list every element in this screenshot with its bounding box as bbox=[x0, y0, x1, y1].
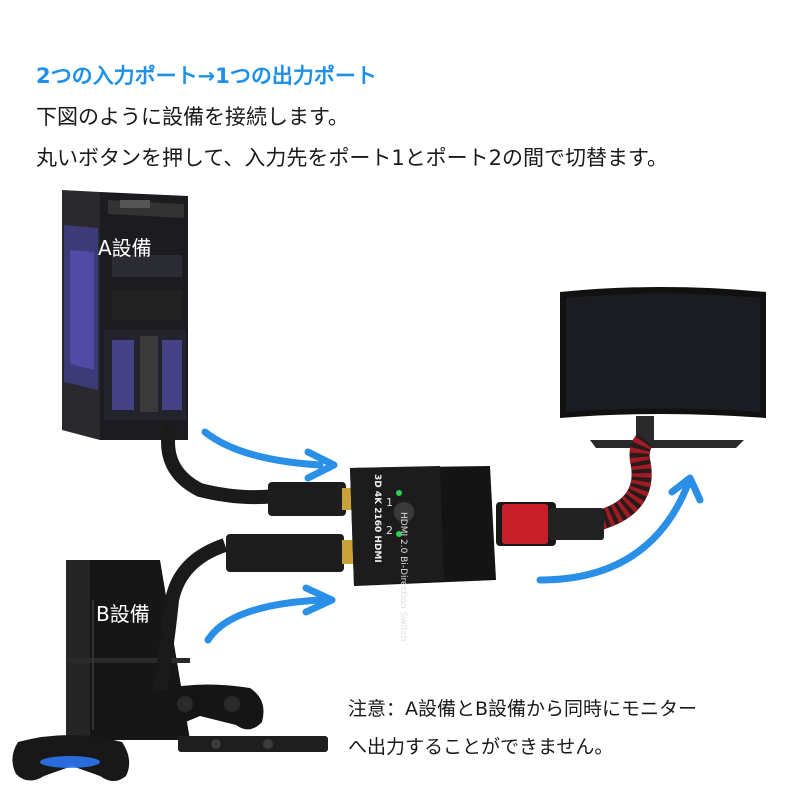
caution-line-1: 注意：A設備とB設備から同時にモニター bbox=[348, 698, 698, 720]
switch-port-2-label: 2 bbox=[386, 524, 393, 537]
device-b-label: B設備 bbox=[96, 602, 150, 626]
hdmi-switch-box bbox=[350, 466, 496, 586]
hdmi-plugs bbox=[226, 482, 604, 572]
caution-note: 注意：A設備とB設備から同時にモニター へ出力することができません。 bbox=[348, 690, 697, 766]
instruction-line-1: 下図のように設備を接続します。 bbox=[36, 105, 349, 129]
hdmi-cables bbox=[153, 423, 653, 692]
device-a-label: A設備 bbox=[98, 236, 152, 260]
pc-tower-image bbox=[62, 190, 188, 440]
page-heading: 2つの入力ポート→1つの出力ポート bbox=[36, 64, 377, 88]
instruction-line-2: 丸いボタンを押して、入力先をポート1とポート2の間で切替ます。 bbox=[36, 146, 668, 170]
flow-arrows bbox=[201, 428, 704, 644]
switch-model-text: HDMI 2.0 Bi-Direction Switch bbox=[398, 512, 408, 642]
caution-line-2: へ出力することができません。 bbox=[348, 736, 614, 758]
switch-port-1-label: 1 bbox=[386, 496, 393, 509]
game-controller-image bbox=[12, 684, 328, 781]
switch-badge-text: 3D 4K 2160 HDMI bbox=[372, 474, 382, 563]
monitor-image bbox=[560, 287, 766, 448]
